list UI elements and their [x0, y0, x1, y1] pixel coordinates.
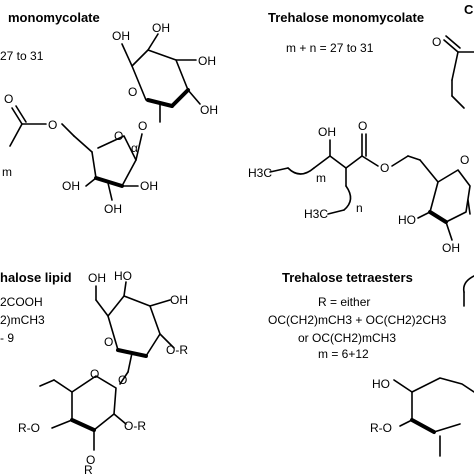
upper-glucose-ring: [121, 33, 201, 123]
upper-right-fragment: [443, 35, 474, 109]
ho-label: HO: [398, 213, 416, 227]
carbonyl-oxygen: O: [4, 92, 13, 106]
ring-oxygen: O: [90, 367, 99, 381]
oh-label: OH: [104, 202, 122, 216]
oh-label: OH: [442, 241, 460, 255]
subscript-n: n: [356, 201, 363, 215]
panel-title-top-left: monomycolate: [8, 10, 100, 25]
lower-glucose-ring: [73, 133, 143, 201]
ring-oxygen: O: [86, 453, 95, 467]
subscript-m: m: [316, 171, 326, 185]
corner-mark: C: [464, 2, 474, 17]
panel-title-top-right: Trehalose monomycolate: [268, 10, 424, 25]
r-option-2: or OC(CH2)mCH3: [298, 331, 396, 345]
glycosidic-oxygen: O: [138, 119, 147, 133]
ester-oxygen: O: [380, 161, 389, 175]
lower-lipid-ring: [39, 371, 129, 451]
oh-label: OH: [112, 29, 130, 43]
chain-length-constraint: m + n = 27 to 31: [286, 41, 374, 55]
ho-label: HO: [114, 269, 132, 283]
methyl-label: H3C: [304, 207, 328, 221]
right-sugar-ring: [417, 159, 471, 241]
mycolic-chain: [269, 133, 421, 215]
ester-substituent: O-R: [124, 419, 146, 433]
methyl-label: H3C: [248, 166, 272, 180]
formula-line-3: - 9: [0, 331, 14, 345]
r-definition: R = either: [318, 295, 370, 309]
r-option-1: OC(CH2)mCH3 + OC(CH2)2CH3: [268, 313, 447, 327]
carbon-range: 27 to 31: [0, 49, 44, 63]
chain-range: m = 6+12: [318, 347, 369, 361]
oh-label: OH: [318, 125, 336, 139]
ester-oxygen: O: [48, 118, 57, 132]
oh-label: OH: [88, 271, 106, 285]
panel-title-bottom-right: Trehalose tetraesters: [282, 270, 413, 285]
ring-oxygen: O: [460, 153, 469, 167]
glycosidic-oxygen: O: [118, 373, 127, 387]
oh-label: OH: [170, 293, 188, 307]
formula-line-2: 2)mCH3: [0, 313, 45, 327]
alpha-label: α: [131, 141, 138, 155]
oh-label: OH: [152, 21, 170, 35]
ring-oxygen: O: [128, 85, 137, 99]
carbonyl-oxygen: O: [358, 119, 367, 133]
oh-label: OH: [62, 179, 80, 193]
ester-substituent: R-O: [370, 421, 392, 435]
ester-substituent: O-R: [166, 343, 188, 357]
ester-linkage: [9, 105, 75, 147]
ring-oxygen: O: [104, 335, 113, 349]
oh-label: OH: [200, 103, 218, 117]
subscript-m: m: [2, 165, 12, 179]
tetraester-ring-fragment: [393, 275, 474, 457]
r-label: R: [84, 463, 93, 474]
ho-label: HO: [372, 377, 390, 391]
ester-substituent: R-O: [18, 421, 40, 435]
formula-line-1: 2COOH: [0, 295, 43, 309]
upper-lipid-ring: [95, 281, 175, 373]
ring-oxygen: O: [114, 129, 123, 143]
carbonyl-oxygen: O: [432, 35, 441, 49]
oh-label: OH: [140, 179, 158, 193]
panel-title-bottom-left: halose lipid: [0, 270, 72, 285]
oh-label: OH: [198, 54, 216, 68]
